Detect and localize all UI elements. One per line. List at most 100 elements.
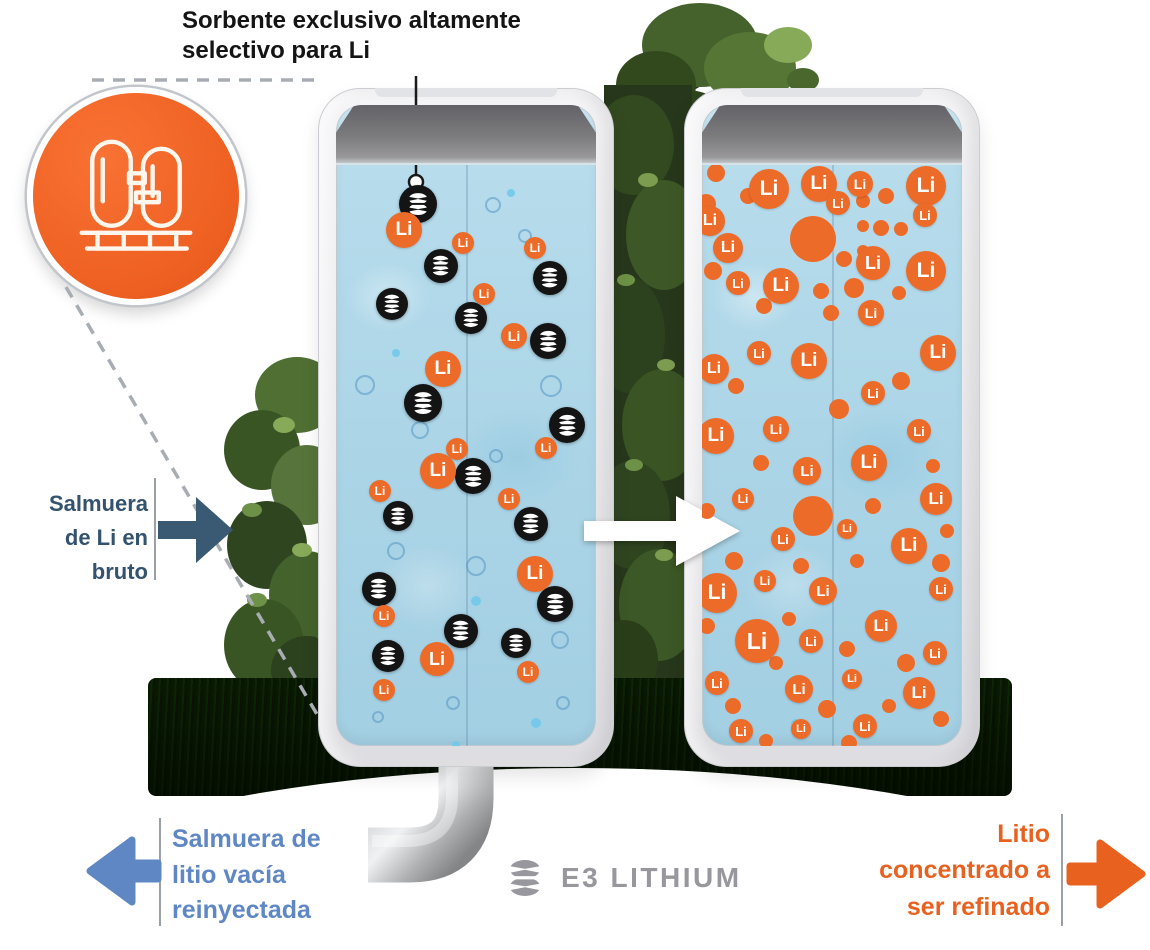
lithium-dot (932, 554, 950, 572)
lithium-dot (933, 711, 949, 727)
e3-mark-icon (506, 634, 526, 652)
lithium-ion: Li (791, 719, 811, 739)
tree-gap-foliage (604, 85, 692, 690)
lithium-dot (839, 641, 855, 657)
lithium-dot (882, 699, 896, 713)
water-bubble (372, 711, 384, 723)
lithium-ion: Li (907, 419, 931, 443)
sorbent-particle (383, 501, 413, 531)
lithium-ion: Li (702, 354, 729, 384)
lithium-dot (926, 459, 940, 473)
sorbent-particle (530, 323, 566, 359)
lithium-ion: Li (799, 629, 823, 653)
e3-mark-icon (543, 593, 567, 615)
e3-mark-icon (539, 268, 561, 288)
sorbent-particle (514, 507, 548, 541)
lithium-ion: Li (369, 480, 391, 502)
water-bubble (551, 631, 569, 649)
sorbent-particle (549, 407, 585, 443)
sorbent-particle (376, 288, 408, 320)
lithium-ion: Li (729, 719, 753, 743)
lithium-dot (702, 618, 715, 634)
lithium-dot (878, 188, 894, 204)
water-bubble (387, 542, 405, 560)
sorbent-particle (533, 261, 567, 295)
lithium-ion: Li (749, 169, 789, 209)
lithium-dot (813, 283, 829, 299)
water-bubble (485, 197, 501, 213)
lithium-ion: Li (865, 610, 897, 642)
lithium-dot (725, 552, 743, 570)
e3-mark-icon (461, 308, 481, 328)
lithium-ion: Li (842, 669, 862, 689)
water-droplet (531, 718, 541, 728)
lithium-ion: Li (763, 416, 789, 442)
lithium-ion: Li (747, 341, 771, 365)
water-bubble (446, 696, 460, 710)
water-bubble (411, 421, 429, 439)
lithium-dot (769, 656, 783, 670)
lithium-ion: Li (517, 556, 553, 592)
lithium-dot (856, 194, 870, 208)
sorbent-particle (444, 614, 478, 648)
lithium-ion: Li (713, 233, 743, 263)
lithium-ion: Li (446, 438, 468, 460)
e3-mark-icon (368, 579, 390, 599)
lithium-dot (844, 278, 864, 298)
lithium-ion: Li (906, 251, 946, 291)
water-droplet (471, 596, 481, 606)
lithium-ion: Li (853, 714, 877, 738)
lithium-dot (759, 734, 773, 746)
e3-mark-icon (411, 392, 435, 414)
lithium-ion: Li (793, 457, 821, 485)
water-bubble (355, 375, 375, 395)
lithium-ion: Li (735, 619, 779, 663)
lithium-ion: Li (785, 675, 813, 703)
lithium-dot (841, 735, 857, 746)
water-droplet (452, 741, 460, 746)
water-bubble (540, 375, 562, 397)
lithium-ion: Li (801, 166, 837, 202)
e3-mark-icon (378, 646, 398, 666)
lithium-ion: Li (501, 323, 527, 349)
lithium-ion: Li (702, 206, 725, 236)
lithium-dot (818, 700, 836, 718)
lithium-ion: Li (856, 246, 890, 280)
lithium-dot (865, 498, 881, 514)
sorbent-particle (362, 572, 396, 606)
sorbent-particle (372, 640, 404, 672)
lithium-dot (728, 378, 744, 394)
lithium-ion: Li (732, 488, 754, 510)
e3-mark-icon (536, 330, 560, 352)
sorbent-particle (501, 628, 531, 658)
lithium-dot (704, 262, 722, 280)
sorbent-particle (424, 249, 458, 283)
lithium-ion: Li (535, 437, 557, 459)
lithium-ion: Li (702, 418, 734, 454)
water-bubble (489, 449, 503, 463)
lithium-ion: Li (452, 232, 474, 254)
lithium-ion: Li (891, 528, 927, 564)
water-bubble (466, 556, 486, 576)
e3-mark-icon (505, 860, 545, 896)
e3-mark-icon (388, 507, 408, 525)
lithium-dot (892, 286, 906, 300)
concentrate-tank-headspace (702, 105, 962, 165)
lithium-dot (782, 612, 796, 626)
lithium-ion: Li (861, 381, 885, 405)
lithium-ion: Li (809, 577, 837, 605)
lithium-ion: Li (763, 268, 799, 304)
lithium-ion: Li (373, 605, 395, 627)
lithium-ion: Li (726, 271, 750, 295)
lithium-ion: Li (858, 300, 884, 326)
e3-logo-text: E3 LITHIUM (561, 862, 742, 893)
lithium-dot (702, 503, 715, 519)
e3-logo-mark-icon (502, 852, 548, 904)
lithium-dot (823, 305, 839, 321)
lithium-ion: Li (754, 570, 776, 592)
sorbent-particle (404, 384, 442, 422)
lithium-ion: Li (425, 351, 461, 387)
